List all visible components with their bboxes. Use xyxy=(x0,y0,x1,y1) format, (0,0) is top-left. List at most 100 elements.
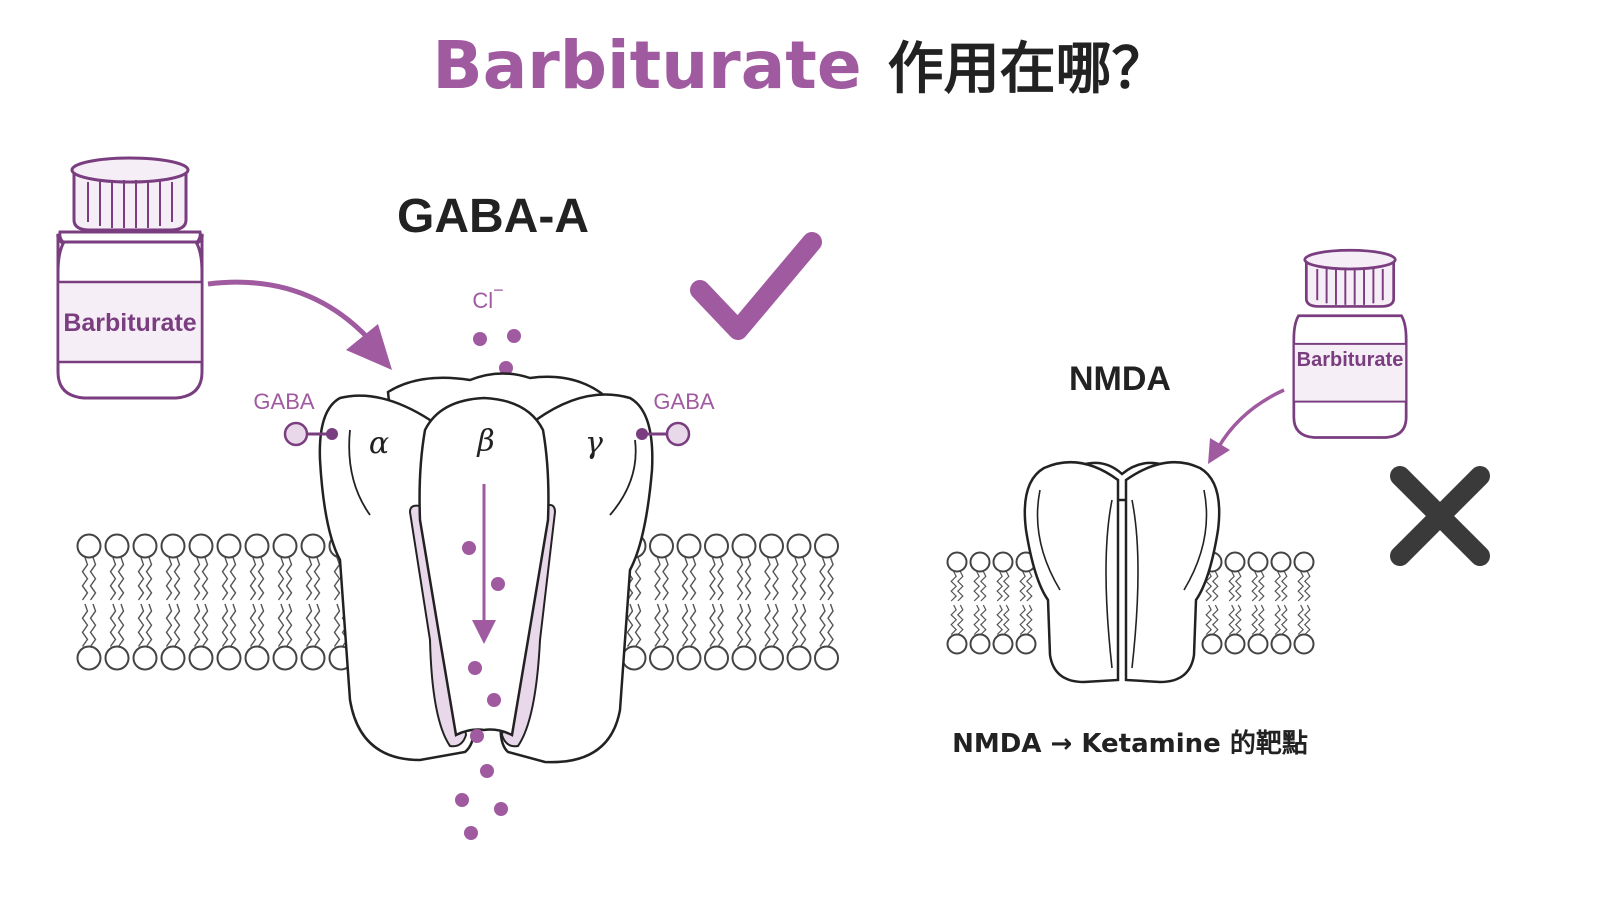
lipid-tail xyxy=(173,557,181,601)
lipid-head xyxy=(272,533,298,559)
lipid-tail xyxy=(950,571,958,602)
lipid-head xyxy=(969,551,991,573)
lipid-tail xyxy=(996,571,1004,602)
lipid-tail xyxy=(165,603,173,647)
lipid-head xyxy=(216,645,242,671)
lipid-head xyxy=(132,645,158,671)
lipid-tail xyxy=(1251,571,1259,602)
lipid-head xyxy=(300,645,326,671)
lipid-tail xyxy=(1280,571,1288,602)
lipid-head xyxy=(992,551,1014,573)
lipid-tail xyxy=(257,557,265,601)
lipid-bilayer-nmda-left xyxy=(946,551,1037,655)
lipid-tail xyxy=(799,603,807,647)
lipid-tail xyxy=(1297,604,1305,635)
cross-icon xyxy=(1390,466,1490,566)
lipid-head xyxy=(1247,633,1269,655)
lipid-tail xyxy=(305,557,313,601)
gamma-label: γ xyxy=(585,426,603,461)
lipid-tail xyxy=(744,557,752,601)
lipid-tail xyxy=(791,557,799,601)
lipid-head xyxy=(946,633,968,655)
lipid-tail xyxy=(827,603,834,647)
lipid-tail xyxy=(689,603,697,647)
lipid-head xyxy=(649,645,674,671)
lipid-tail xyxy=(285,557,293,601)
lipid-tail xyxy=(1234,571,1242,602)
lipid-tail xyxy=(973,571,981,602)
lipid-tail xyxy=(313,557,321,601)
lipid-tail xyxy=(1234,604,1242,635)
drug-arrow-left-head xyxy=(346,324,392,370)
lipid-head xyxy=(676,645,702,671)
lipid-tail xyxy=(1211,571,1219,602)
lipid-bilayer-nmda-right xyxy=(1201,551,1315,655)
lipid-tail xyxy=(1211,604,1219,635)
lipid-tail xyxy=(221,603,229,647)
lipid-tail xyxy=(193,603,201,647)
gaba-label-right: GABA xyxy=(653,389,714,414)
lipid-tail xyxy=(1019,571,1027,602)
lipid-tail xyxy=(1274,604,1282,635)
lipid-head xyxy=(272,645,298,671)
chloride-charge: − xyxy=(493,280,504,300)
lipid-tail xyxy=(1303,604,1311,635)
lipid-head xyxy=(244,533,270,559)
nmda-caption: NMDA → Ketamine 的靶點 xyxy=(952,728,1308,759)
lipid-head xyxy=(786,533,812,559)
lipid-tail xyxy=(165,557,173,601)
bottle-label-right: Barbiturate xyxy=(1297,349,1404,371)
lipid-tail xyxy=(1257,571,1265,602)
lipid-tail xyxy=(313,603,321,647)
lipid-head xyxy=(969,633,991,655)
drug-arrow-left xyxy=(207,279,370,340)
checkmark-icon xyxy=(690,232,822,340)
lipid-head xyxy=(814,533,839,559)
beta-label: β xyxy=(476,424,494,459)
lipid-head xyxy=(704,645,729,671)
lipid-tail xyxy=(173,603,181,647)
chloride-ion-label: Cl− xyxy=(472,280,503,313)
lipid-head xyxy=(759,645,784,671)
chloride-ions-flow xyxy=(455,541,508,840)
lipid-tail xyxy=(772,557,779,601)
lipid-tail xyxy=(1002,604,1010,635)
lipid-tail xyxy=(819,557,826,601)
lipid-head xyxy=(1293,633,1315,655)
lipid-tail xyxy=(662,603,669,647)
lipid-head xyxy=(1247,551,1269,573)
lipid-tail xyxy=(717,603,724,647)
lipid-head xyxy=(731,645,757,671)
lipid-head xyxy=(786,645,812,671)
lipid-tail xyxy=(791,603,799,647)
lipid-tail xyxy=(996,604,1004,635)
lipid-tail xyxy=(333,603,341,647)
lipid-tail xyxy=(257,603,265,647)
lipid-tail xyxy=(681,603,689,647)
lipid-head xyxy=(1293,551,1315,573)
lipid-head xyxy=(676,533,702,559)
lipid-tail xyxy=(717,557,724,601)
lipid-tail xyxy=(1002,571,1010,602)
lipid-head xyxy=(1201,633,1223,655)
lipid-head xyxy=(160,533,186,559)
lipid-head xyxy=(946,551,968,573)
lipid-tail xyxy=(249,557,257,601)
title-question: 作用在哪？ xyxy=(888,37,1168,102)
lipid-tail xyxy=(109,557,117,601)
lipid-tail xyxy=(736,557,744,601)
lipid-tail xyxy=(1205,604,1213,635)
lipid-tail xyxy=(277,603,285,647)
alpha-label: α xyxy=(369,426,389,461)
lipid-tail xyxy=(772,603,779,647)
lipid-tail xyxy=(744,603,752,647)
lipid-head xyxy=(132,533,158,559)
lipid-tail xyxy=(1025,604,1033,635)
lipid-tail xyxy=(117,557,125,601)
lipid-tail xyxy=(201,603,209,647)
nmda-receptor-label: NMDA xyxy=(1069,360,1171,398)
lipid-head xyxy=(1015,633,1037,655)
lipid-tail xyxy=(81,557,89,601)
title-drug: Barbiturate xyxy=(432,27,861,104)
